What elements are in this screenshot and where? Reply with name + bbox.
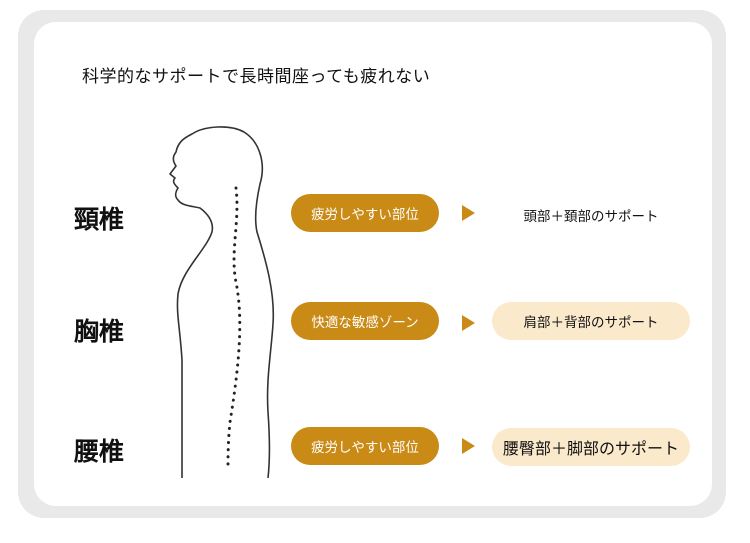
play-triangle-icon — [462, 205, 475, 221]
human-profile-spine-icon — [169, 126, 275, 479]
content-card — [34, 22, 712, 506]
result-cervical: 頭部＋頚部のサポート — [523, 209, 659, 225]
play-triangle-icon — [462, 315, 475, 331]
result-lumbar: 腰臀部＋脚部のサポート — [492, 428, 690, 466]
tag-thoracic: 快適な敏感ゾーン — [291, 302, 439, 340]
label-cervical: 頸椎 — [74, 205, 125, 234]
label-thoracic: 胸椎 — [74, 317, 125, 346]
result-thoracic: 肩部＋背部のサポート — [492, 302, 690, 340]
label-lumbar: 腰椎 — [74, 437, 125, 466]
play-triangle-icon — [462, 438, 475, 454]
tag-lumbar: 疲労しやすい部位 — [291, 427, 439, 465]
tag-cervical: 疲労しやすい部位 — [291, 194, 439, 232]
headline: 科学的なサポートで長時間座っても疲れない — [82, 67, 431, 87]
